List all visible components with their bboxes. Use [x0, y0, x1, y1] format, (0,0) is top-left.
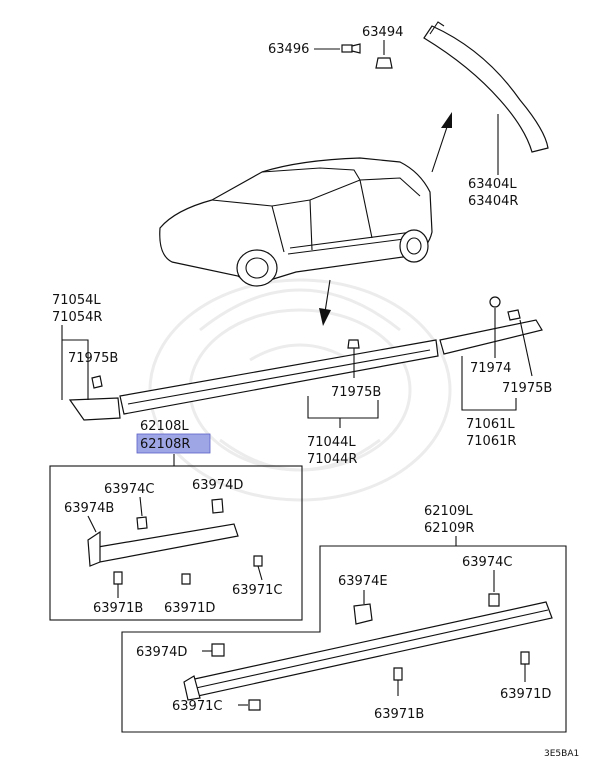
label-71054R: 71054R [52, 310, 102, 325]
molding-62109[interactable] [183, 601, 553, 701]
label-63404L: 63404L [468, 177, 517, 192]
clip-box2-63974D[interactable] [211, 643, 225, 657]
clip-box1-63974D[interactable] [211, 498, 224, 514]
arrow-down-icon [319, 279, 331, 326]
label-box2-63974E: 63974E [338, 574, 388, 589]
label-62109L: 62109L [424, 504, 473, 519]
detail-box-62108 [49, 465, 303, 621]
label-box1-63974B: 63974B [64, 501, 114, 516]
diagram-code: 3E5BA1 [544, 749, 579, 759]
label-box2-63974D: 63974D [136, 645, 187, 660]
clip-63496[interactable] [341, 43, 361, 54]
label-box2-63971D: 63971D [500, 687, 551, 702]
label-62108L: 62108L [140, 419, 189, 434]
clip-box2-63974C[interactable] [488, 593, 500, 607]
clip-71975B-mid[interactable] [347, 339, 360, 349]
label-71044L: 71044L [307, 435, 356, 450]
label-box2-63971B: 63971B [374, 707, 424, 722]
clip-71974[interactable] [489, 296, 501, 308]
label-71975B-left: 71975B [68, 351, 118, 366]
screw-box2-63971D[interactable] [520, 651, 530, 665]
side-molding-rear-71061[interactable] [439, 319, 543, 355]
label-box1-63971D: 63971D [164, 601, 215, 616]
pillar-molding-63404[interactable] [423, 21, 549, 153]
leader-box1-63971C [257, 565, 263, 581]
clip-71975B-right[interactable] [507, 309, 521, 321]
label-63404R: 63404R [468, 194, 518, 209]
label-box1-63971C: 63971C [232, 583, 282, 598]
detail-box-62109 [121, 545, 567, 733]
leader-box1-63974B [87, 515, 97, 533]
molding-62108[interactable] [87, 523, 239, 567]
label-box1-63974C: 63974C [104, 482, 154, 497]
arrow-up-icon [431, 112, 452, 173]
leader-71975B-right [519, 319, 533, 377]
clip-71975B-left[interactable] [91, 375, 103, 389]
label-box2-63974C: 63974C [462, 555, 512, 570]
label-71061L: 71061L [466, 417, 515, 432]
label-62108R: 62108R [140, 437, 190, 452]
label-box2-63971C: 63971C [172, 699, 222, 714]
highlight-62108R[interactable] [136, 433, 211, 454]
screw-box2-63971C[interactable] [248, 699, 261, 711]
clip-box2-63974E[interactable] [353, 603, 373, 625]
label-62109R: 62109R [424, 521, 474, 536]
side-molding-71044[interactable] [119, 339, 439, 415]
label-63496: 63496 [268, 42, 309, 57]
car-illustration [159, 157, 433, 287]
screw-box1-63971C[interactable] [253, 555, 263, 567]
screw-box2-63971B[interactable] [393, 667, 403, 681]
label-71975B-mid: 71975B [331, 385, 381, 400]
leader-box1-63974C [139, 496, 143, 517]
clip-63494[interactable] [375, 57, 393, 69]
label-box1-63971B: 63971B [93, 601, 143, 616]
watermark-emblem [148, 278, 452, 502]
label-71975B-right: 71975B [502, 381, 552, 396]
leader-71054 [61, 325, 89, 400]
side-molding-front-71054[interactable] [68, 397, 121, 421]
label-71054L: 71054L [52, 293, 101, 308]
screw-box1-63971D[interactable] [181, 573, 191, 585]
screw-box1-63971B[interactable] [113, 571, 123, 585]
bracket-71061 [461, 356, 517, 411]
label-box1-63974D: 63974D [192, 478, 243, 493]
clip-box1-63974C[interactable] [136, 516, 148, 530]
label-63494: 63494 [362, 25, 403, 40]
label-71061R: 71061R [466, 434, 516, 449]
label-71974: 71974 [470, 361, 511, 376]
label-71044R: 71044R [307, 452, 357, 467]
bracket-71044 [307, 396, 379, 419]
